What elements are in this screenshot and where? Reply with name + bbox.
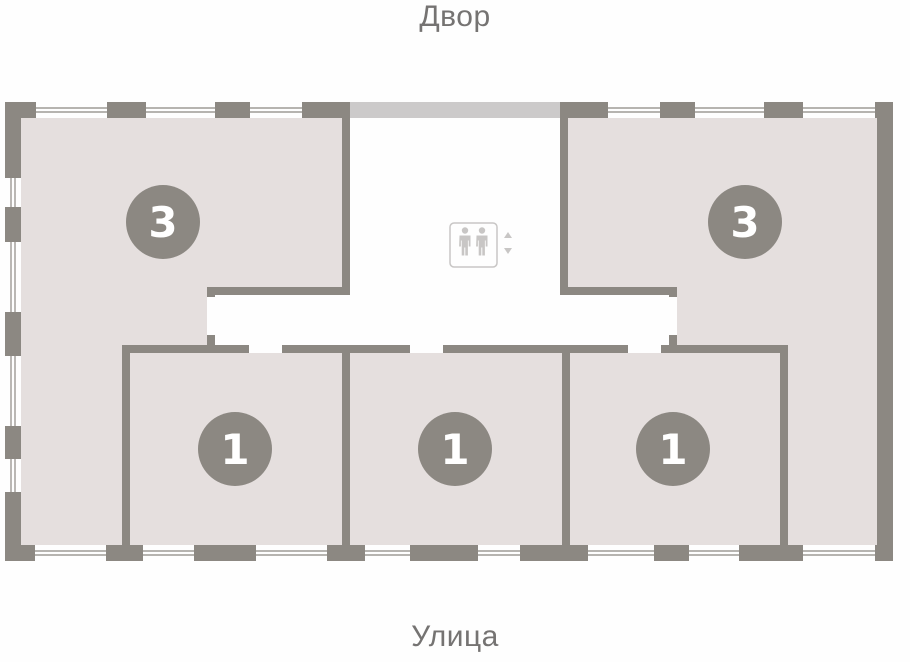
- orientation-label-courtyard: Двор: [419, 0, 491, 33]
- elevator-icon: [449, 222, 498, 268]
- badge-3-right[interactable]: 3: [708, 185, 782, 259]
- orientation-label-street: Улица: [411, 620, 499, 653]
- apartment-3-left[interactable]: [21, 118, 342, 545]
- badge-1-middle[interactable]: 1: [418, 412, 492, 486]
- svg-text:1: 1: [658, 425, 687, 474]
- windows-bottom: [35, 550, 875, 556]
- svg-text:1: 1: [440, 425, 469, 474]
- lobby-corridor: [207, 118, 677, 345]
- badge-1-right[interactable]: 1: [636, 412, 710, 486]
- room-badges: 3 3 1 1 1: [126, 185, 782, 486]
- badge-1-left[interactable]: 1: [198, 412, 272, 486]
- svg-text:3: 3: [730, 198, 759, 247]
- svg-text:1: 1: [220, 425, 249, 474]
- apartment-3-right[interactable]: [568, 118, 877, 545]
- svg-text:3: 3: [148, 198, 177, 247]
- windows-left: [10, 178, 16, 492]
- lobby-top-strip: [350, 102, 560, 118]
- badge-3-left[interactable]: 3: [126, 185, 200, 259]
- windows-top: [36, 107, 875, 113]
- walls: [5, 102, 893, 561]
- up-down-arrows-icon: [504, 232, 512, 254]
